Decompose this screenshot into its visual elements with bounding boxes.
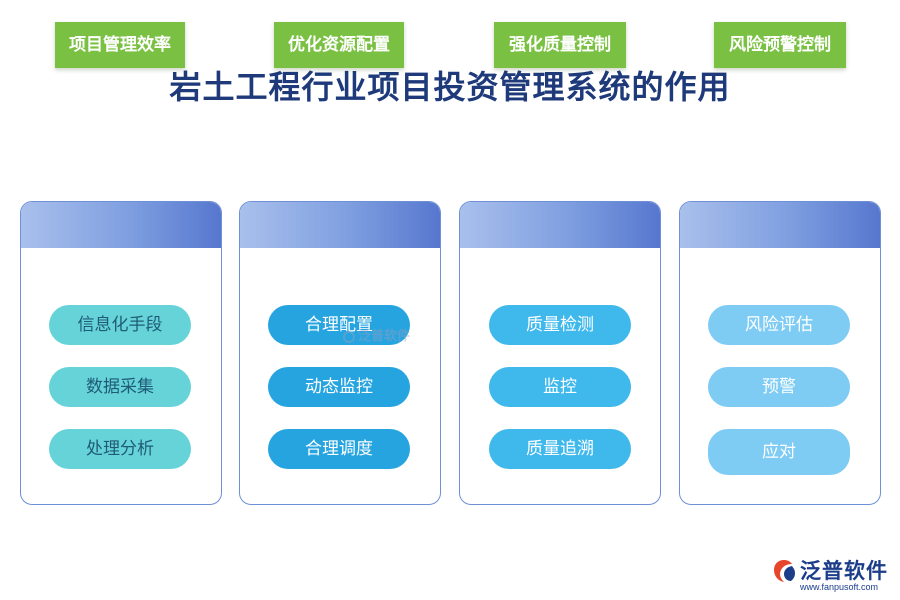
item-risk-assessment: 风险评估	[708, 305, 850, 345]
panel-header-band	[680, 202, 880, 248]
logo-url: www.fanpusoft.com	[800, 582, 879, 592]
page-title: 岩土工程行业项目投资管理系统的作用	[169, 68, 731, 106]
item-quality-traceability: 质量追溯	[489, 429, 631, 469]
item-monitoring: 监控	[489, 367, 631, 407]
panel-header-band	[21, 202, 221, 248]
watermark: 泛普软件	[343, 325, 410, 344]
item-informatization: 信息化手段	[49, 305, 191, 345]
panel-label-risk-warning: 风险预警控制	[714, 22, 846, 68]
panel-header-band	[240, 202, 440, 248]
panel-header-band	[460, 202, 660, 248]
watermark-text: 泛普软件	[358, 328, 411, 343]
item-warning: 预警	[708, 367, 850, 407]
item-data-collection: 数据采集	[49, 367, 191, 407]
item-dynamic-monitoring: 动态监控	[268, 367, 410, 407]
item-response: 应对	[708, 429, 850, 475]
item-reasonable-allocation: 合理配置	[268, 305, 410, 345]
logo-name: 泛普软件	[800, 560, 888, 583]
brand-logo: 泛普软件 www.fanpusoft.com	[770, 555, 895, 595]
fanpu-logo-icon	[774, 560, 795, 582]
watermark-icon	[343, 331, 355, 343]
item-reasonable-scheduling: 合理调度	[268, 429, 410, 469]
panel-label-resource-allocation: 优化资源配置	[274, 22, 404, 68]
panel-label-quality-control: 强化质量控制	[494, 22, 626, 68]
item-quality-inspection: 质量检测	[489, 305, 631, 345]
item-processing-analysis: 处理分析	[49, 429, 191, 469]
panel-label-project-efficiency: 项目管理效率	[55, 22, 185, 68]
